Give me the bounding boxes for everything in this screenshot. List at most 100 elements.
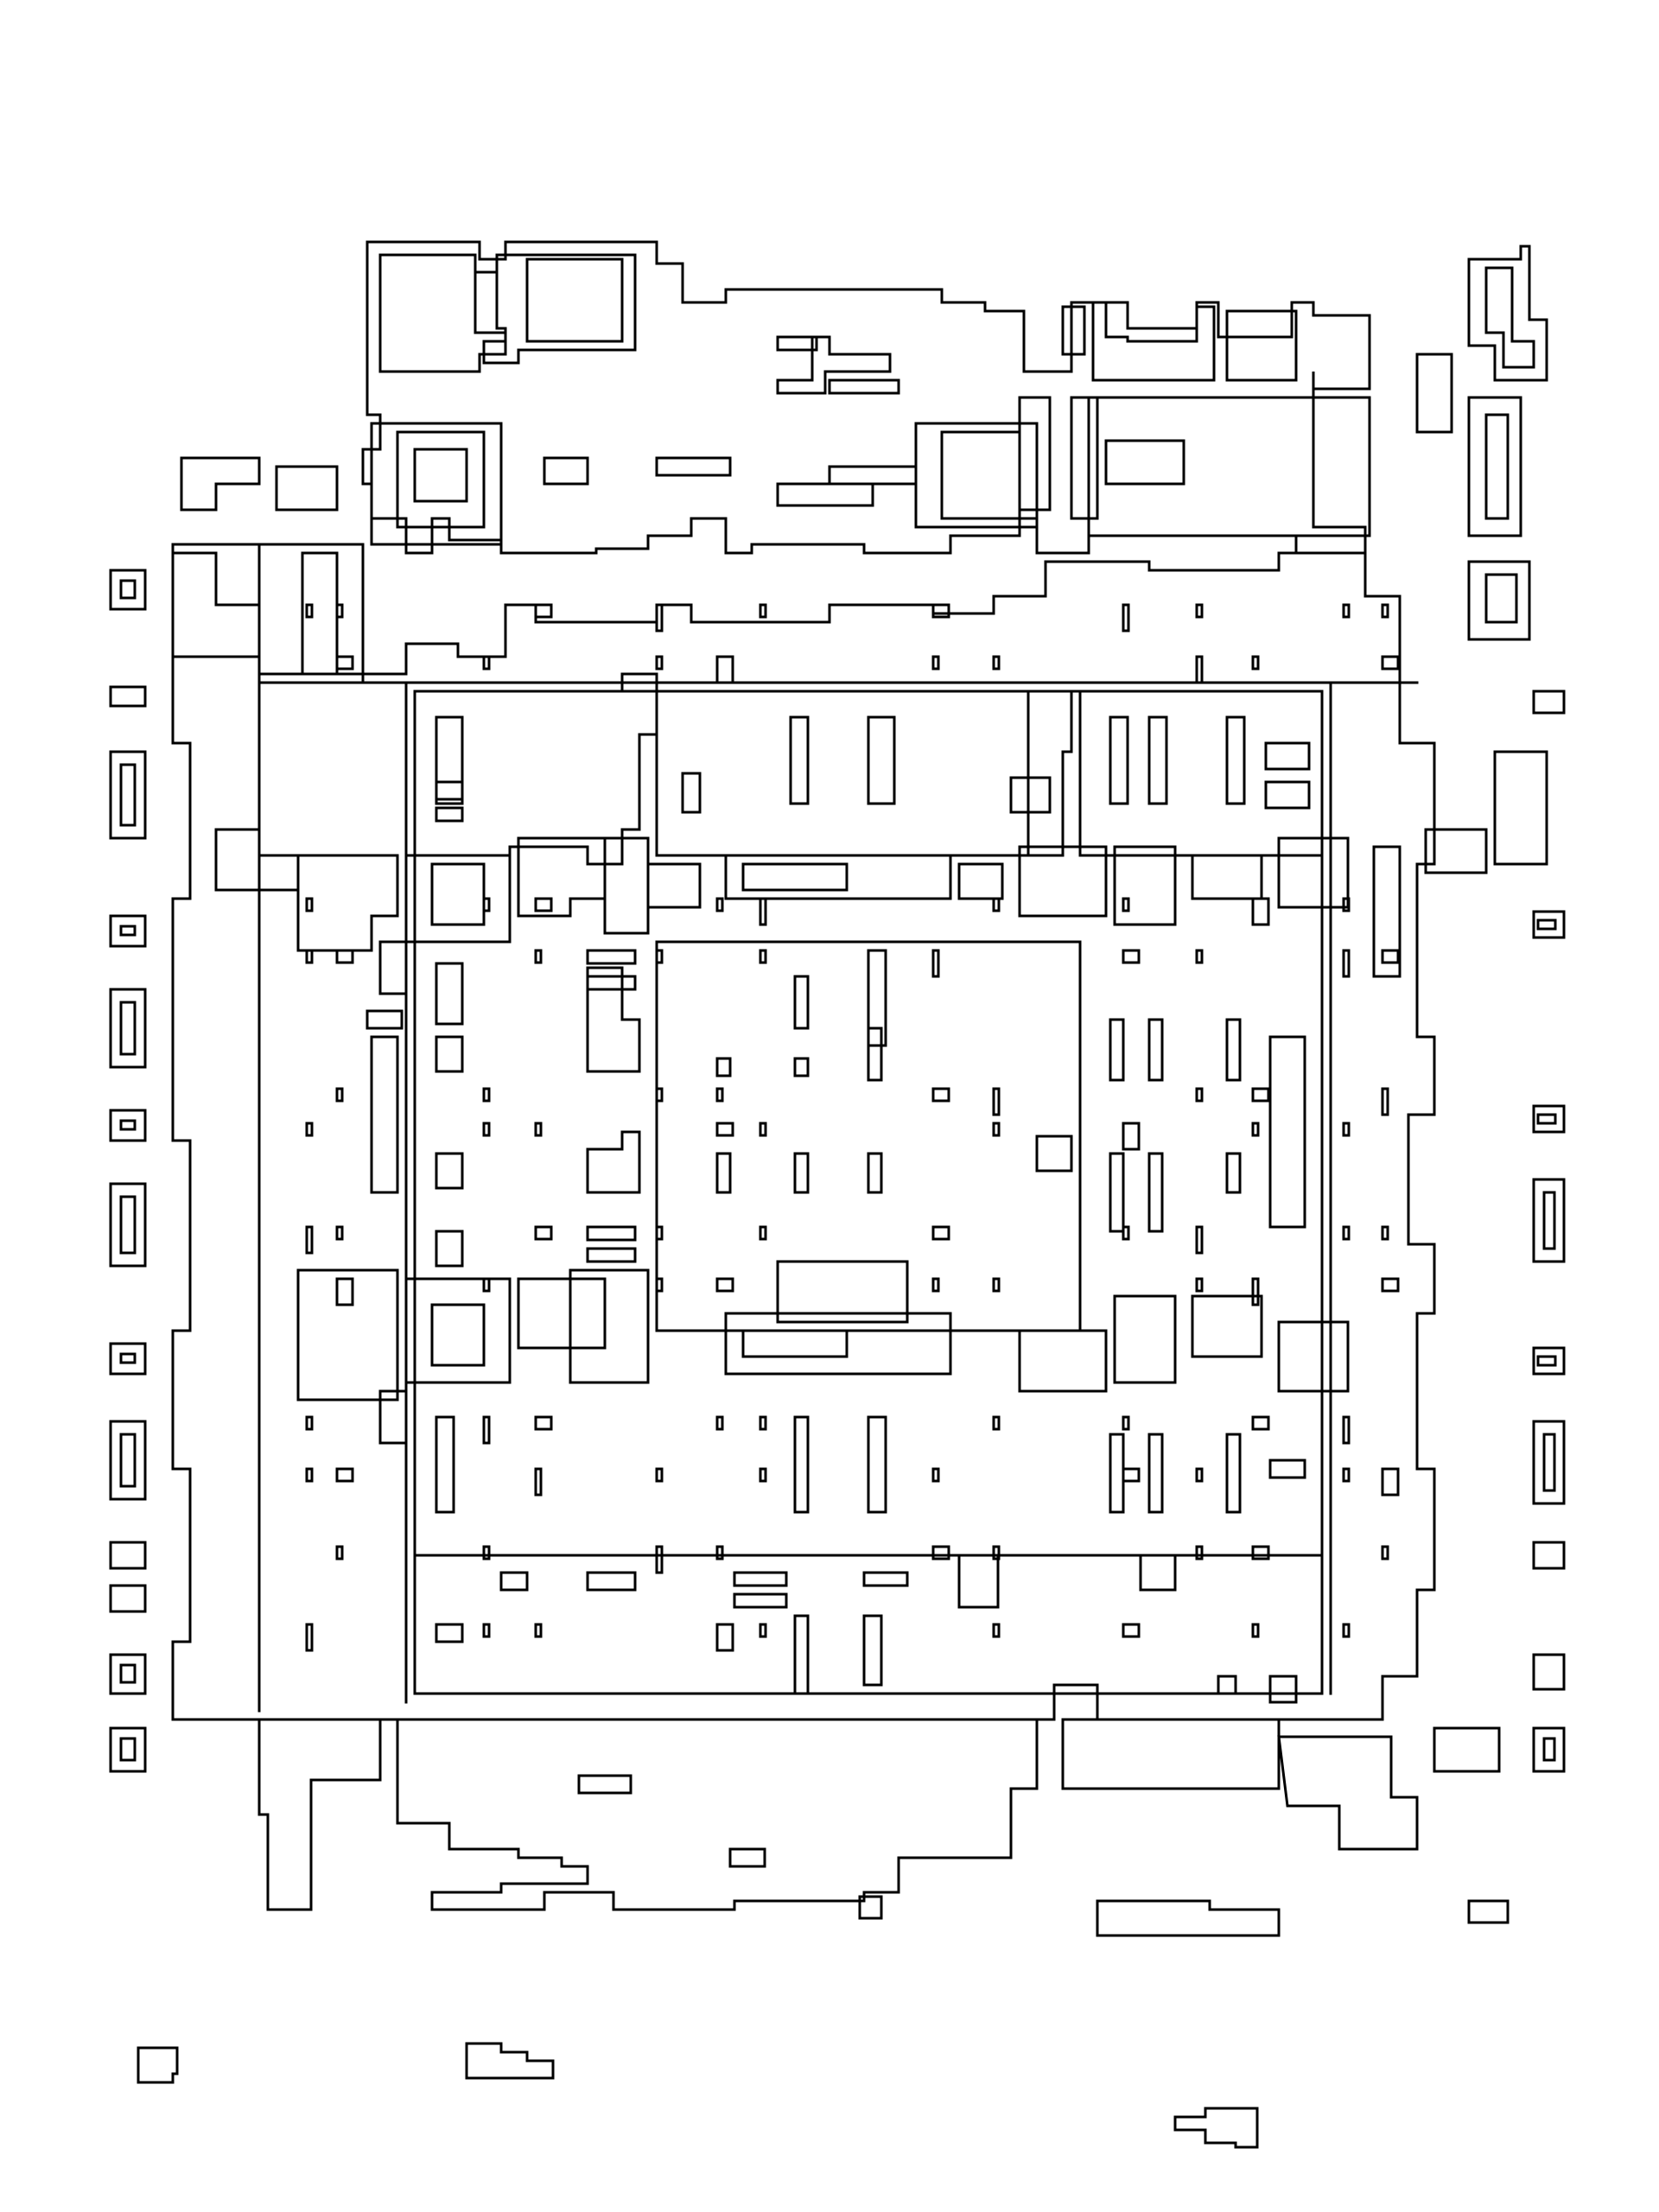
detail-tick [534, 1467, 543, 1497]
upper-arcade [413, 672, 1324, 866]
detail-tick [305, 1122, 314, 1137]
detail-tick [335, 1087, 344, 1103]
detail-tick [305, 1467, 314, 1483]
detail-tick [305, 949, 314, 964]
detail-tick [1381, 1545, 1389, 1560]
detail-tick [931, 1467, 940, 1483]
detail-tick [335, 655, 354, 671]
detail-tick [1251, 1415, 1270, 1431]
detail-tick [759, 949, 767, 964]
detail-tick [715, 1122, 734, 1137]
top-crown [361, 240, 1371, 555]
detail-tick [655, 1087, 664, 1103]
detail-tick [1195, 603, 1204, 619]
detail-tick [655, 1277, 664, 1293]
detail-tick [1381, 603, 1389, 619]
detail-tick [655, 1545, 664, 1574]
detail-tick [992, 1122, 1001, 1137]
detail-tick [992, 1277, 1001, 1293]
detail-tick [992, 897, 1001, 912]
detail-tick [1122, 603, 1130, 632]
detail-tick [759, 1467, 767, 1483]
detail-tick [1342, 1467, 1351, 1483]
detail-tick [715, 897, 724, 912]
detail-tick [655, 655, 664, 671]
detail-tick [715, 1623, 734, 1652]
detail-tick [1122, 1225, 1130, 1241]
detail-tick [482, 1623, 491, 1638]
detail-tick [1381, 1225, 1389, 1241]
right-edge-markers [1433, 690, 1566, 1773]
detail-tick [715, 655, 734, 684]
detail-tick [655, 603, 664, 632]
detail-tick [715, 1087, 724, 1103]
detail-tick [655, 949, 664, 964]
detail-tick [759, 1415, 767, 1431]
detail-tick [1195, 1277, 1204, 1293]
middle-band [214, 828, 1402, 1073]
detail-tick [335, 1545, 344, 1560]
detail-tick [482, 1122, 491, 1137]
detail-tick [759, 1623, 767, 1638]
detail-tick [992, 1087, 1001, 1116]
detail-tick [482, 1277, 491, 1293]
detail-tick [1251, 1623, 1260, 1638]
detail-tick [1381, 1277, 1400, 1293]
base [257, 1718, 1510, 1937]
detail-tick [715, 1545, 724, 1560]
detail-tick [335, 1277, 354, 1306]
detail-tick [1342, 1415, 1351, 1445]
detail-tick [482, 897, 491, 912]
detail-tick [992, 1545, 1001, 1560]
loose-shapes [137, 2042, 1259, 2149]
detail-tick [759, 897, 767, 926]
detail-tick [305, 603, 314, 619]
detail-tick [534, 949, 543, 964]
detail-tick [715, 1415, 724, 1431]
detail-tick [1381, 1467, 1400, 1497]
detail-tick [1251, 1545, 1270, 1560]
detail-tick [1251, 1087, 1270, 1103]
detail-tick [534, 1415, 553, 1431]
detail-tick [931, 1277, 940, 1293]
detail-tick [482, 1087, 491, 1103]
detail-ticks [305, 603, 1400, 1652]
detail-tick [759, 603, 767, 619]
right-top-ornament [1415, 245, 1548, 874]
detail-tick [534, 1122, 543, 1137]
detail-tick [482, 1545, 491, 1560]
detail-tick [1251, 897, 1270, 926]
detail-tick [1195, 1467, 1204, 1483]
detail-tick [1122, 1623, 1141, 1638]
detail-tick [1251, 1277, 1260, 1306]
detail-tick [482, 655, 491, 671]
detail-tick [1342, 603, 1351, 619]
detail-tick [1195, 1087, 1204, 1103]
detail-tick [931, 1545, 950, 1560]
detail-tick [1342, 1122, 1351, 1137]
detail-tick [335, 1467, 354, 1483]
detail-tick [931, 1225, 950, 1241]
detail-tick [534, 1225, 553, 1241]
detail-tick [305, 1415, 314, 1431]
detail-tick [715, 1277, 734, 1293]
detail-tick [534, 1623, 543, 1638]
left-edge-markers [109, 569, 147, 1773]
detail-tick [335, 1225, 344, 1241]
detail-tick [1251, 655, 1260, 671]
detail-tick [1122, 1467, 1141, 1483]
detail-tick [482, 1415, 491, 1445]
detail-tick [1342, 897, 1351, 912]
detail-tick [931, 1087, 950, 1103]
detail-tick [992, 1623, 1001, 1638]
detail-tick [1122, 897, 1130, 912]
detail-tick [1342, 1225, 1351, 1241]
detail-tick [992, 1415, 1001, 1431]
detail-tick [931, 655, 940, 671]
detail-tick [1122, 1415, 1130, 1431]
detail-tick [1195, 1225, 1204, 1255]
detail-tick [931, 603, 950, 619]
detail-tick [1251, 1122, 1260, 1137]
